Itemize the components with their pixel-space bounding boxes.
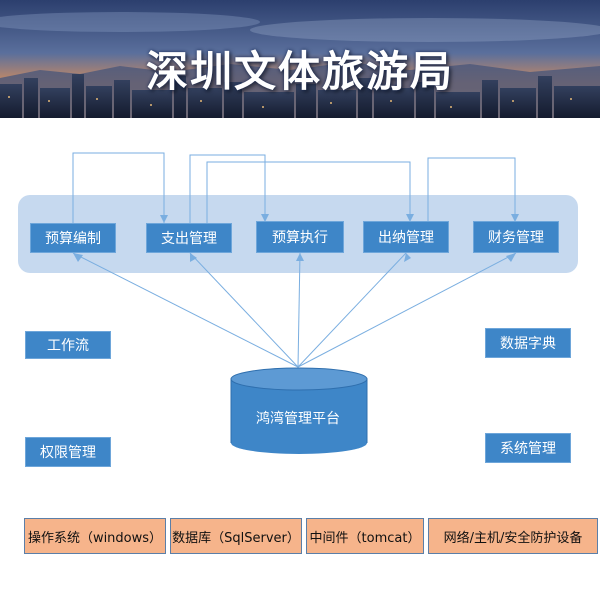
connector-platform-to-cashier (297, 252, 407, 368)
connector-platform-to-finance (297, 252, 517, 368)
header-banner: 深圳文体旅游局 (0, 0, 600, 118)
arrowhead (261, 214, 269, 222)
connector-budget-to-expense (72, 152, 165, 223)
module-label: 财务管理 (488, 230, 544, 246)
connector-cashier-to-finance (427, 157, 516, 221)
arrowhead (190, 253, 197, 262)
module-expense-management[interactable]: 支出管理 (146, 223, 232, 253)
side-label: 数据字典 (500, 336, 556, 352)
infra-operating-system: 操作系统（windows） (24, 518, 166, 554)
infra-label: 中间件（tomcat） (309, 530, 421, 546)
infra-label: 数据库（SqlServer） (172, 530, 300, 546)
connector-expense-to-cashier (206, 161, 411, 223)
connector-platform-to-expense (189, 252, 299, 368)
module-cashier-management[interactable]: 出纳管理 (363, 221, 449, 253)
side-data-dictionary[interactable]: 数据字典 (485, 328, 571, 358)
arrowhead (506, 253, 516, 262)
infra-middleware: 中间件（tomcat） (306, 518, 424, 554)
connector-expense-to-execution (189, 154, 266, 223)
arrowhead (73, 253, 83, 262)
arrowhead (296, 253, 304, 261)
arrowhead (404, 253, 411, 262)
side-workflow[interactable]: 工作流 (25, 331, 111, 359)
platform-label: 鸿湾管理平台 (256, 411, 340, 427)
arrowhead (406, 214, 414, 222)
module-budget-planning[interactable]: 预算编制 (30, 223, 116, 253)
arrowhead (511, 214, 519, 222)
infra-label: 网络/主机/安全防护设备 (443, 530, 583, 546)
infra-database: 数据库（SqlServer） (170, 518, 302, 554)
side-system-management[interactable]: 系统管理 (485, 433, 571, 463)
connector-platform-to-budget (72, 252, 299, 368)
side-label: 工作流 (47, 338, 89, 354)
banner-title: 深圳文体旅游局 (145, 47, 454, 96)
module-budget-execution[interactable]: 预算执行 (256, 221, 344, 253)
side-permission-management[interactable]: 权限管理 (25, 437, 111, 467)
module-label: 出纳管理 (378, 230, 434, 246)
platform-cylinder (230, 367, 368, 454)
infra-network-security: 网络/主机/安全防护设备 (428, 518, 598, 554)
city-skyline-image (0, 0, 600, 118)
module-label: 预算执行 (272, 230, 328, 246)
side-label: 系统管理 (500, 441, 556, 457)
infra-label: 操作系统（windows） (27, 530, 163, 546)
side-label: 权限管理 (40, 445, 96, 461)
module-label: 预算编制 (45, 231, 101, 247)
module-finance-management[interactable]: 财务管理 (473, 221, 559, 253)
connector-platform-to-execution (297, 252, 301, 368)
module-label: 支出管理 (161, 231, 217, 247)
arrowhead (160, 215, 168, 223)
